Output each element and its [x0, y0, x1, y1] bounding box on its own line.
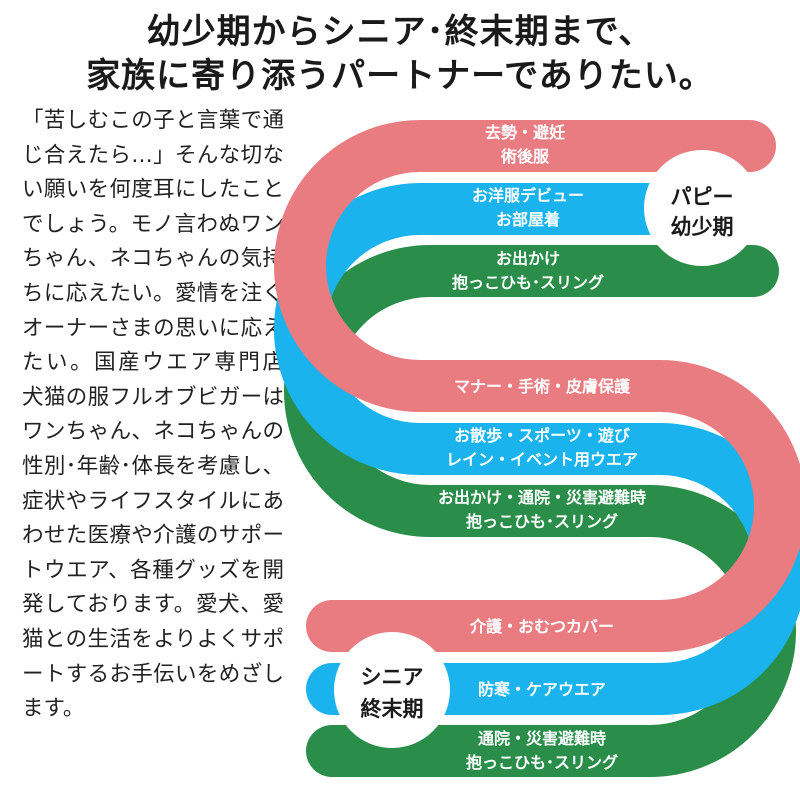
body-paragraph: 「苦しむこの子と言葉で通じ合えたら…」そんな切ない願いを何度耳にしたことでしょう…: [22, 108, 306, 722]
headline-line-1: 幼少期からシニア･終末期まで、: [146, 12, 654, 52]
headline: 幼少期からシニア･終末期まで、 家族に寄り添うパートナーでありたい。: [0, 10, 800, 98]
puppy-stage-line-1: パピー: [671, 185, 734, 209]
pink-ribbon: [274, 120, 800, 652]
label-top-pink-1: 去勢・避妊: [485, 123, 565, 142]
label-mid-green-1: お出かけ・通院・災害避難時: [438, 488, 646, 507]
label-mid-green-2: 抱っこひも･スリング: [466, 512, 618, 531]
label-mid-blue-2: レイン・イベント用ウエア: [446, 450, 638, 469]
label-top-blue-2: お部屋着: [496, 210, 560, 229]
label-top-green-1: お出かけ: [496, 249, 560, 268]
puppy-stage-circle: パピー 幼少期: [644, 150, 760, 266]
label-top-green-2: 抱っこひも･スリング: [452, 273, 604, 292]
puppy-stage-line-2: 幼少期: [671, 215, 734, 239]
label-mid-blue-1: お散歩・スポーツ・遊び: [454, 426, 631, 445]
label-bot-green-1: 通院・災害避難時: [478, 729, 606, 748]
label-bot-green-2: 抱っこひも･スリング: [466, 753, 618, 772]
senior-stage-line-1: シニア: [361, 665, 424, 689]
label-top-blue-1: お洋服デビュー: [472, 186, 584, 205]
senior-stage-circle: シニア 終末期: [334, 632, 450, 748]
label-bot-blue-1: 防寒・ケアウエア: [478, 680, 606, 699]
label-mid-pink-1: マナー・手術・皮膚保護: [454, 377, 631, 396]
label-top-pink-2: 術後服: [500, 147, 550, 166]
pink-ribbon-path: [274, 120, 800, 652]
senior-stage-line-2: 終末期: [361, 697, 424, 721]
headline-line-2: 家族に寄り添うパートナーでありたい。: [86, 56, 714, 96]
label-bot-pink-1: 介護・おむつカバー: [469, 617, 614, 636]
